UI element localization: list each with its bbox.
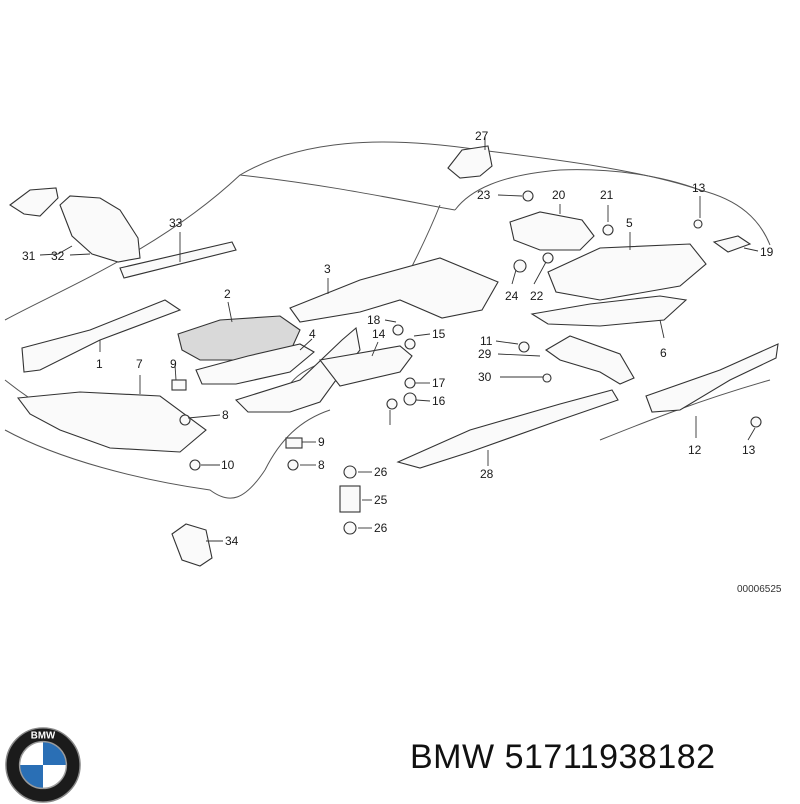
callout-11: 11 <box>480 334 493 348</box>
callout-10: 10 <box>221 458 235 472</box>
part-number: 51711938182 <box>504 738 716 776</box>
callout-13-rear: 13 <box>742 443 756 457</box>
callout-26-top: 26 <box>374 465 388 479</box>
exploded-parts-diagram: 27 23 20 21 13 31 32 33 3 5 19 2 18 15 2… <box>4 129 779 567</box>
callout-18: 18 <box>367 313 381 327</box>
callout-2: 2 <box>224 287 231 301</box>
callout-31: 31 <box>22 249 36 263</box>
callout-30: 30 <box>478 370 492 384</box>
callout-22: 22 <box>530 289 544 303</box>
callout-7: 7 <box>136 357 143 371</box>
callout-13: 13 <box>692 181 706 195</box>
callout-33: 33 <box>169 216 183 230</box>
callout-5: 5 <box>626 216 633 230</box>
callout-4: 4 <box>309 327 316 341</box>
callout-9-lower: 9 <box>318 435 325 449</box>
callout-27: 27 <box>475 129 489 143</box>
part-shapes <box>9 145 779 567</box>
callout-29: 29 <box>478 347 492 361</box>
callout-26-bottom: 26 <box>374 521 388 535</box>
callout-20: 20 <box>552 188 566 202</box>
diagram-reference-code: 00006525 <box>737 584 782 595</box>
callout-1: 1 <box>96 357 103 371</box>
callout-21: 21 <box>600 188 614 202</box>
bmw-logo: BMW <box>5 727 81 803</box>
callout-16: 16 <box>432 394 446 408</box>
callout-3: 3 <box>324 262 331 276</box>
callout-28: 28 <box>480 467 494 481</box>
bmw-logo-lettering: BMW <box>31 731 56 742</box>
callout-19: 19 <box>760 245 774 259</box>
callout-12: 12 <box>688 443 702 457</box>
callout-9: 9 <box>170 357 177 371</box>
leader-lines <box>39 137 759 542</box>
callout-8: 8 <box>222 408 229 422</box>
callout-17: 17 <box>432 376 446 390</box>
callout-25: 25 <box>374 493 388 507</box>
callout-6: 6 <box>660 346 667 360</box>
callout-15: 15 <box>432 327 446 341</box>
callout-24: 24 <box>505 289 519 303</box>
callout-23: 23 <box>477 188 491 202</box>
brand-name: BMW <box>410 738 495 776</box>
callout-34: 34 <box>225 534 239 548</box>
callout-labels: 27 23 20 21 13 31 32 33 3 5 19 2 18 15 2… <box>22 129 774 548</box>
callout-14: 14 <box>372 327 386 341</box>
callout-8-lower: 8 <box>318 458 325 472</box>
callout-32: 32 <box>51 249 65 263</box>
